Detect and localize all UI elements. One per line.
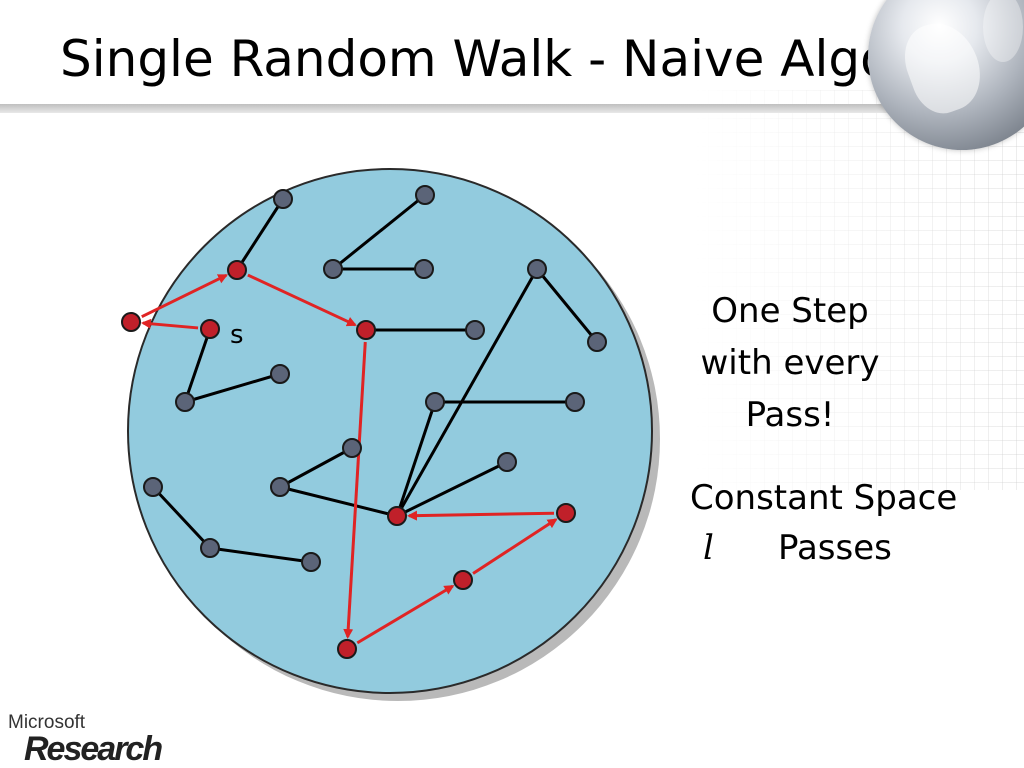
graph-node (565, 392, 585, 412)
graph-node (527, 259, 547, 279)
constant-space-note: Constant Space (690, 478, 958, 518)
graph-edge-j-r7 (395, 401, 437, 517)
graph-edges (151, 193, 599, 564)
step-note-line-2: with every (700, 343, 880, 383)
walk-node (356, 320, 376, 340)
one-step-note: One Step with every Pass! (680, 285, 900, 441)
graph-nodes (121, 185, 607, 659)
walk-step-3 (247, 273, 357, 327)
walk-step-2 (141, 273, 229, 319)
step-note-line-1: One Step (711, 291, 869, 331)
graph-node (200, 538, 220, 558)
graph-edge-r2-a (235, 198, 285, 271)
title-underline-bar (0, 104, 905, 113)
slide-title: Single Random Walk - Naive Algo. (60, 30, 906, 88)
walk-node (453, 570, 473, 590)
graph-edge-o-p (209, 546, 312, 564)
graph-node (342, 438, 362, 458)
walk-step-6 (472, 518, 558, 575)
graph-node (273, 189, 293, 209)
step-note-line-3: Pass! (745, 395, 835, 435)
walk-node (556, 503, 576, 523)
graph-edge-h-i (535, 268, 599, 343)
walk-step-5 (356, 584, 455, 645)
graph-node (270, 364, 290, 384)
graph-node (587, 332, 607, 352)
graph-disc (127, 168, 653, 694)
walk-step-1 (140, 318, 199, 330)
graph-edge-s-g (183, 328, 212, 403)
graph-node (415, 185, 435, 205)
globe-logo (868, 0, 1024, 150)
graph-node (143, 477, 163, 497)
walk-step-4 (343, 341, 367, 640)
walk-node (387, 506, 407, 526)
microsoft-research-logo: Microsoft Research (8, 712, 198, 768)
walk-node (337, 639, 357, 659)
walk-step-7 (406, 510, 555, 521)
passes-note: Passes (778, 528, 892, 568)
start-node-label: s (230, 320, 244, 350)
graph-node (414, 259, 434, 279)
random-walk-path (140, 273, 558, 645)
logo-research-text: Research (24, 730, 163, 768)
graph-node (175, 392, 195, 412)
graph-edge-r7-l (396, 460, 508, 518)
start-node (200, 319, 220, 339)
graph-edge-h-r7 (395, 268, 539, 517)
graph-edge-n-o (151, 485, 212, 550)
walk-node (121, 312, 141, 332)
logo-microsoft-text: Microsoft (8, 712, 86, 733)
graph-edge-q-m (279, 446, 353, 489)
graph-edge-q-r7 (279, 485, 398, 518)
graph-node (425, 392, 445, 412)
background-grid-decoration (694, 90, 1024, 490)
graph-node (323, 259, 343, 279)
graph-node (270, 477, 290, 497)
graph-node (465, 320, 485, 340)
walk-length-symbol: l (703, 528, 714, 568)
graph-edge-g-f (184, 372, 281, 404)
graph-edge-b-c (332, 193, 426, 271)
graph-node (497, 452, 517, 472)
graph-node (301, 552, 321, 572)
walk-node (227, 260, 247, 280)
